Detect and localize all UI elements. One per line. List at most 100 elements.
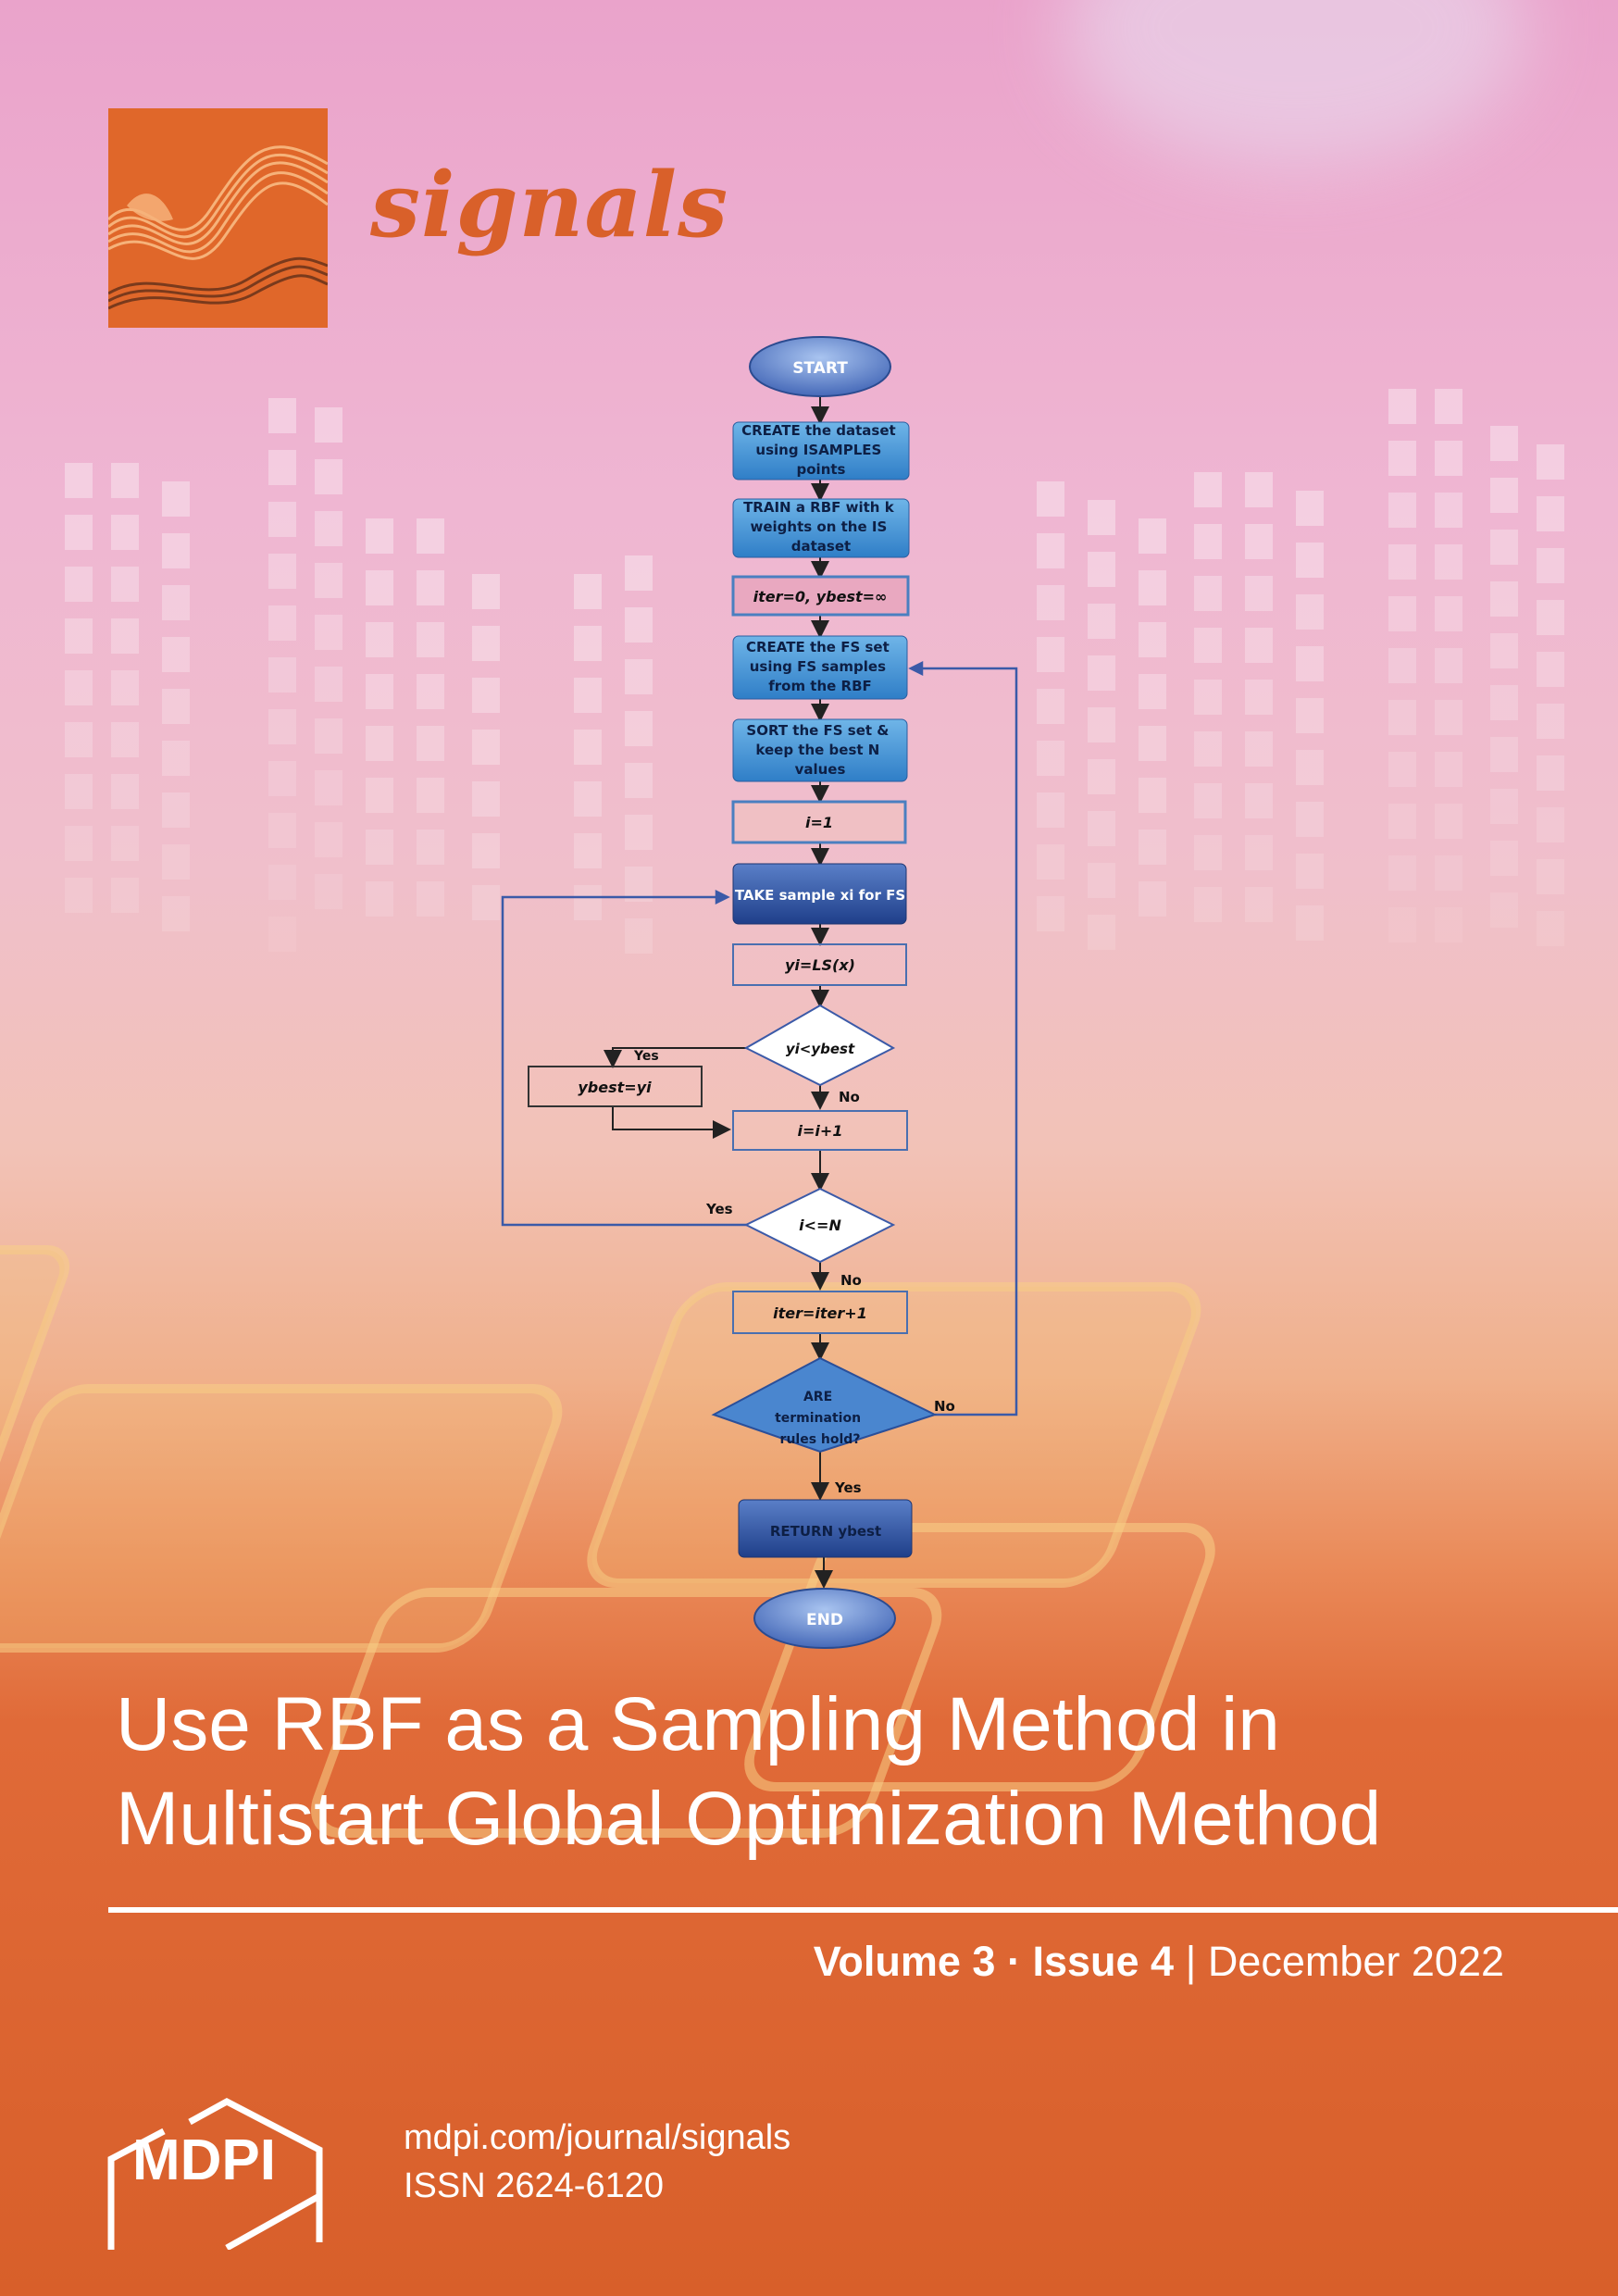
background-square — [1088, 552, 1115, 587]
background-square — [1435, 493, 1462, 528]
background-square — [417, 674, 444, 709]
background-square — [1537, 600, 1564, 635]
background-square — [1245, 731, 1273, 767]
background-square — [472, 678, 500, 713]
background-square — [417, 622, 444, 657]
background-square — [1490, 892, 1518, 928]
background-square — [1388, 544, 1416, 580]
background-square — [1490, 841, 1518, 876]
background-square — [1088, 915, 1115, 950]
background-square — [268, 398, 296, 433]
background-square — [1490, 426, 1518, 461]
background-square — [417, 881, 444, 917]
background-square — [625, 711, 653, 746]
background-square — [268, 917, 296, 952]
background-square — [574, 833, 602, 868]
background-square — [1139, 830, 1166, 865]
flowchart: START CREATE the dataset using ISAMPLES … — [501, 336, 1018, 1649]
background-square — [111, 567, 139, 602]
background-square — [1388, 907, 1416, 942]
train-text: TRAIN a RBF with k weights on the IS dat… — [743, 499, 899, 555]
background-square — [625, 659, 653, 694]
background-square — [1537, 807, 1564, 842]
background-square — [1490, 478, 1518, 513]
return-box — [738, 1499, 913, 1558]
background-square — [65, 826, 93, 861]
background-square — [1537, 444, 1564, 480]
loop-text: i<=N — [799, 1217, 841, 1234]
iter-inc-text: iter=iter+1 — [773, 1304, 867, 1322]
compare-no-label: No — [839, 1089, 860, 1105]
background-square — [1194, 887, 1222, 922]
background-square — [1194, 576, 1222, 611]
background-square — [315, 407, 342, 443]
background-square — [1037, 792, 1064, 828]
background-square — [1139, 518, 1166, 554]
mdpi-wordmark: MDPI — [132, 2128, 276, 2192]
issue-label: Issue 4 — [1032, 1938, 1175, 1985]
background-square — [1388, 493, 1416, 528]
background-square — [574, 678, 602, 713]
background-square — [1296, 491, 1324, 526]
background-square — [1296, 698, 1324, 733]
background-square — [1139, 726, 1166, 761]
background-square — [625, 867, 653, 902]
background-square — [1537, 859, 1564, 894]
compare-diamond — [743, 1004, 896, 1087]
background-square — [162, 481, 190, 517]
background-square — [1194, 680, 1222, 715]
background-square — [1088, 500, 1115, 535]
background-square — [625, 607, 653, 643]
termination-text: ARE termination rules hold? — [775, 1390, 865, 1447]
background-square — [366, 518, 393, 554]
background-square — [268, 450, 296, 485]
background-square — [1435, 752, 1462, 787]
sort-box — [732, 718, 908, 782]
background-square — [1388, 804, 1416, 839]
background-square — [1537, 496, 1564, 531]
create-dataset-box — [732, 421, 910, 480]
journal-website[interactable]: mdpi.com/journal/signals — [404, 2118, 791, 2157]
background-square — [1245, 576, 1273, 611]
background-square — [1296, 905, 1324, 941]
background-square — [268, 554, 296, 589]
sort-text: SORT the FS set & keep the best N values — [746, 722, 893, 778]
background-square — [1435, 804, 1462, 839]
background-square — [366, 622, 393, 657]
background-square — [268, 761, 296, 796]
background-square — [315, 718, 342, 754]
increment-text: i=i+1 — [798, 1122, 843, 1140]
background-square — [268, 657, 296, 693]
background-square — [1245, 524, 1273, 559]
background-square — [111, 515, 139, 550]
background-square — [1388, 596, 1416, 631]
background-square — [111, 774, 139, 809]
issue-separator: · — [1006, 1938, 1021, 1985]
termination-yes-label: Yes — [834, 1479, 862, 1496]
create-fs-box — [732, 635, 908, 700]
background-square — [1296, 802, 1324, 837]
background-square — [1037, 741, 1064, 776]
background-square — [1435, 441, 1462, 476]
background-square — [1435, 389, 1462, 424]
background-square — [65, 878, 93, 913]
background-square — [1194, 783, 1222, 818]
background-square — [1037, 896, 1064, 931]
background-square — [1194, 524, 1222, 559]
article-title: Use RBF as a Sampling Method in Multista… — [116, 1678, 1560, 1866]
background-square — [366, 674, 393, 709]
background-square — [162, 896, 190, 931]
background-square — [1296, 646, 1324, 681]
background-square — [574, 781, 602, 817]
start-label: START — [792, 359, 848, 378]
background-square — [111, 826, 139, 861]
background-square — [162, 792, 190, 828]
background-square — [65, 618, 93, 654]
init-text: iter=0, ybest=∞ — [753, 588, 888, 605]
background-square — [315, 615, 342, 650]
background-square — [1245, 628, 1273, 663]
background-square — [417, 570, 444, 605]
take-text: TAKE sample xi for FS — [735, 887, 905, 904]
create-fs-text: CREATE the FS set using FS samples from … — [746, 639, 894, 694]
